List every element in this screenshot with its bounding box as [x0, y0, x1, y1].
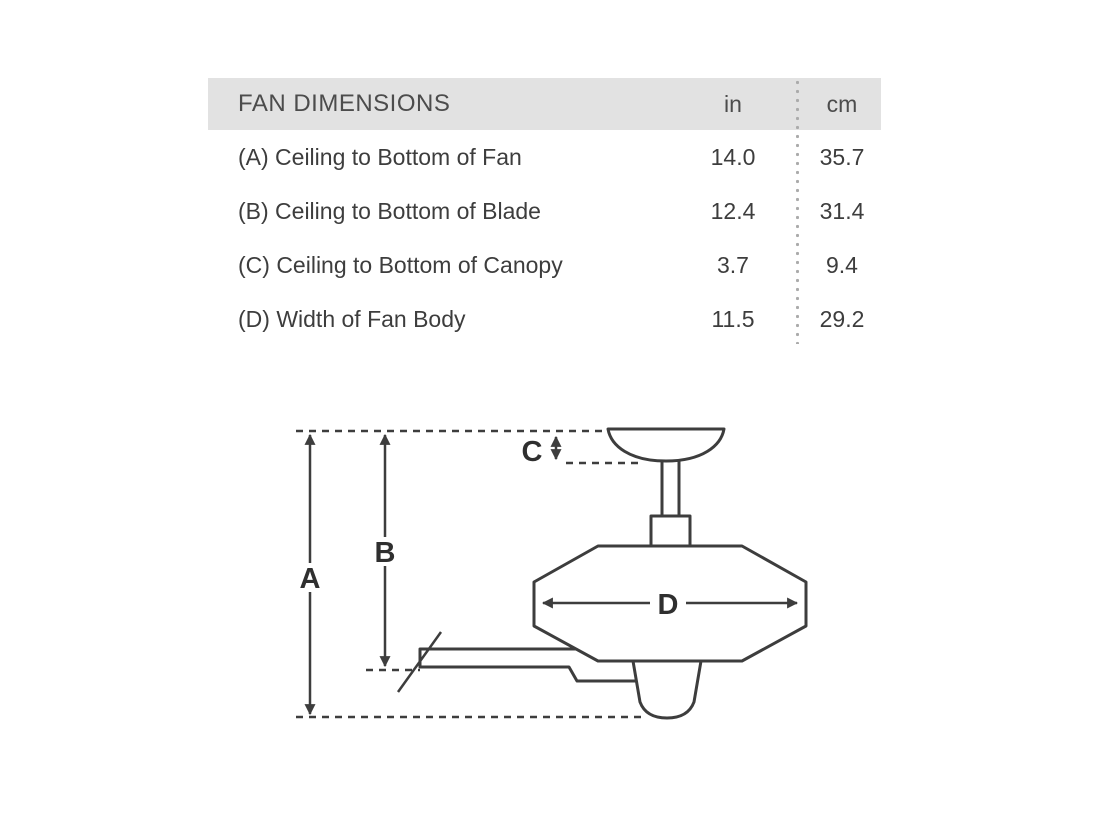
canopy — [606, 427, 726, 463]
fan-dimensions-table: FAN DIMENSIONS in cm (A) Ceiling to Bott… — [208, 78, 881, 346]
row-value-cm: 29.2 — [819, 305, 865, 332]
row-label: (D) Width of Fan Body — [238, 305, 466, 332]
row-label: (A) Ceiling to Bottom of Fan — [238, 143, 522, 170]
row-value-cm: 9.4 — [826, 251, 858, 278]
row-value-cm: 31.4 — [819, 197, 865, 224]
table-title: FAN DIMENSIONS — [238, 90, 451, 117]
row-value-in: 14.0 — [710, 143, 756, 170]
row-label: (C) Ceiling to Bottom of Canopy — [238, 251, 563, 278]
row-value-in: 12.4 — [710, 197, 756, 224]
table-row: (C) Ceiling to Bottom of Canopy 3.7 9.4 — [208, 238, 881, 292]
dim-b-label: B — [375, 537, 396, 569]
row-value-cm: 35.7 — [819, 143, 865, 170]
row-value-in: 11.5 — [711, 305, 755, 332]
light-kit — [631, 659, 703, 720]
table-row: (A) Ceiling to Bottom of Fan 14.0 35.7 — [208, 130, 881, 184]
column-header-cm: cm — [826, 90, 858, 117]
table-row: (B) Ceiling to Bottom of Blade 12.4 31.4 — [208, 184, 881, 238]
fan-body — [532, 544, 808, 663]
table-row: (D) Width of Fan Body 11.5 29.2 — [208, 292, 881, 346]
blade-tip-line — [396, 631, 443, 693]
downrod-collar — [649, 514, 692, 548]
row-value-in: 3.7 — [717, 251, 749, 278]
downrod — [660, 458, 681, 520]
dim-c-label: C — [522, 436, 543, 468]
dotted-column-separator — [796, 78, 799, 344]
dim-d-label: D — [658, 589, 679, 621]
column-header-in: in — [724, 90, 742, 117]
dim-a-label: A — [300, 563, 321, 595]
table-header-row: FAN DIMENSIONS in cm — [208, 78, 881, 130]
row-label: (B) Ceiling to Bottom of Blade — [238, 197, 541, 224]
